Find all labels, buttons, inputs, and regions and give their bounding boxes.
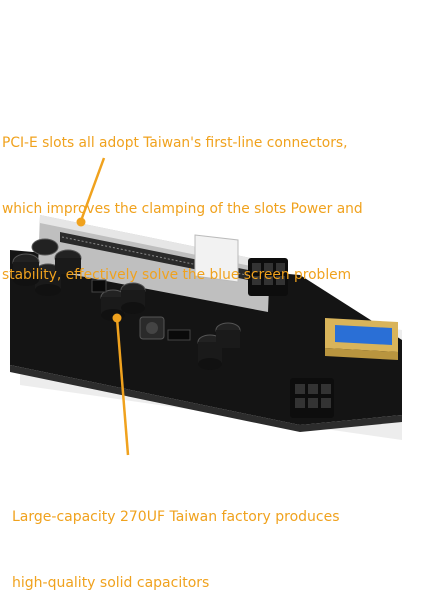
annotation-pointer-bottom [115, 317, 130, 456]
annotation-bottom-line: Large-capacity 270UF Taiwan factory prod… [12, 509, 340, 525]
usb-port [325, 318, 398, 360]
annotation-top-text: PCI-E slots all adopt Taiwan's first-lin… [2, 88, 363, 308]
annotation-top-line: PCI-E slots all adopt Taiwan's first-lin… [2, 135, 348, 151]
six-pin-connector-bottom [290, 378, 334, 418]
pin-cell [252, 263, 261, 272]
chip [167, 329, 191, 341]
annotation-bottom-text: Large-capacity 270UF Taiwan factory prod… [12, 462, 340, 600]
pcie-slot-body [38, 215, 270, 312]
pin-cell [252, 276, 261, 285]
pin-cell [276, 263, 285, 272]
annotation-dot-bottom [112, 313, 122, 323]
annotation-top-line: stability, effectively solve the blue sc… [2, 267, 352, 283]
annotation-dot-top [76, 217, 86, 227]
annotation-bottom-line: high-quality solid capacitors [12, 575, 210, 591]
chip [91, 279, 107, 293]
capacitor-cluster-left [12, 238, 82, 296]
annotation-pointer-top [80, 157, 106, 219]
pin-cell [264, 263, 273, 272]
pin-cell [264, 276, 273, 285]
pin-cell [276, 276, 285, 285]
molex-connector [194, 234, 239, 283]
pcb-edge [10, 365, 402, 432]
inductor-core [146, 322, 158, 334]
annotation-top-line: which improves the clamping of the slots… [2, 201, 363, 217]
capacitor-cluster-right [197, 322, 241, 370]
capacitor-cluster-center [100, 282, 146, 321]
